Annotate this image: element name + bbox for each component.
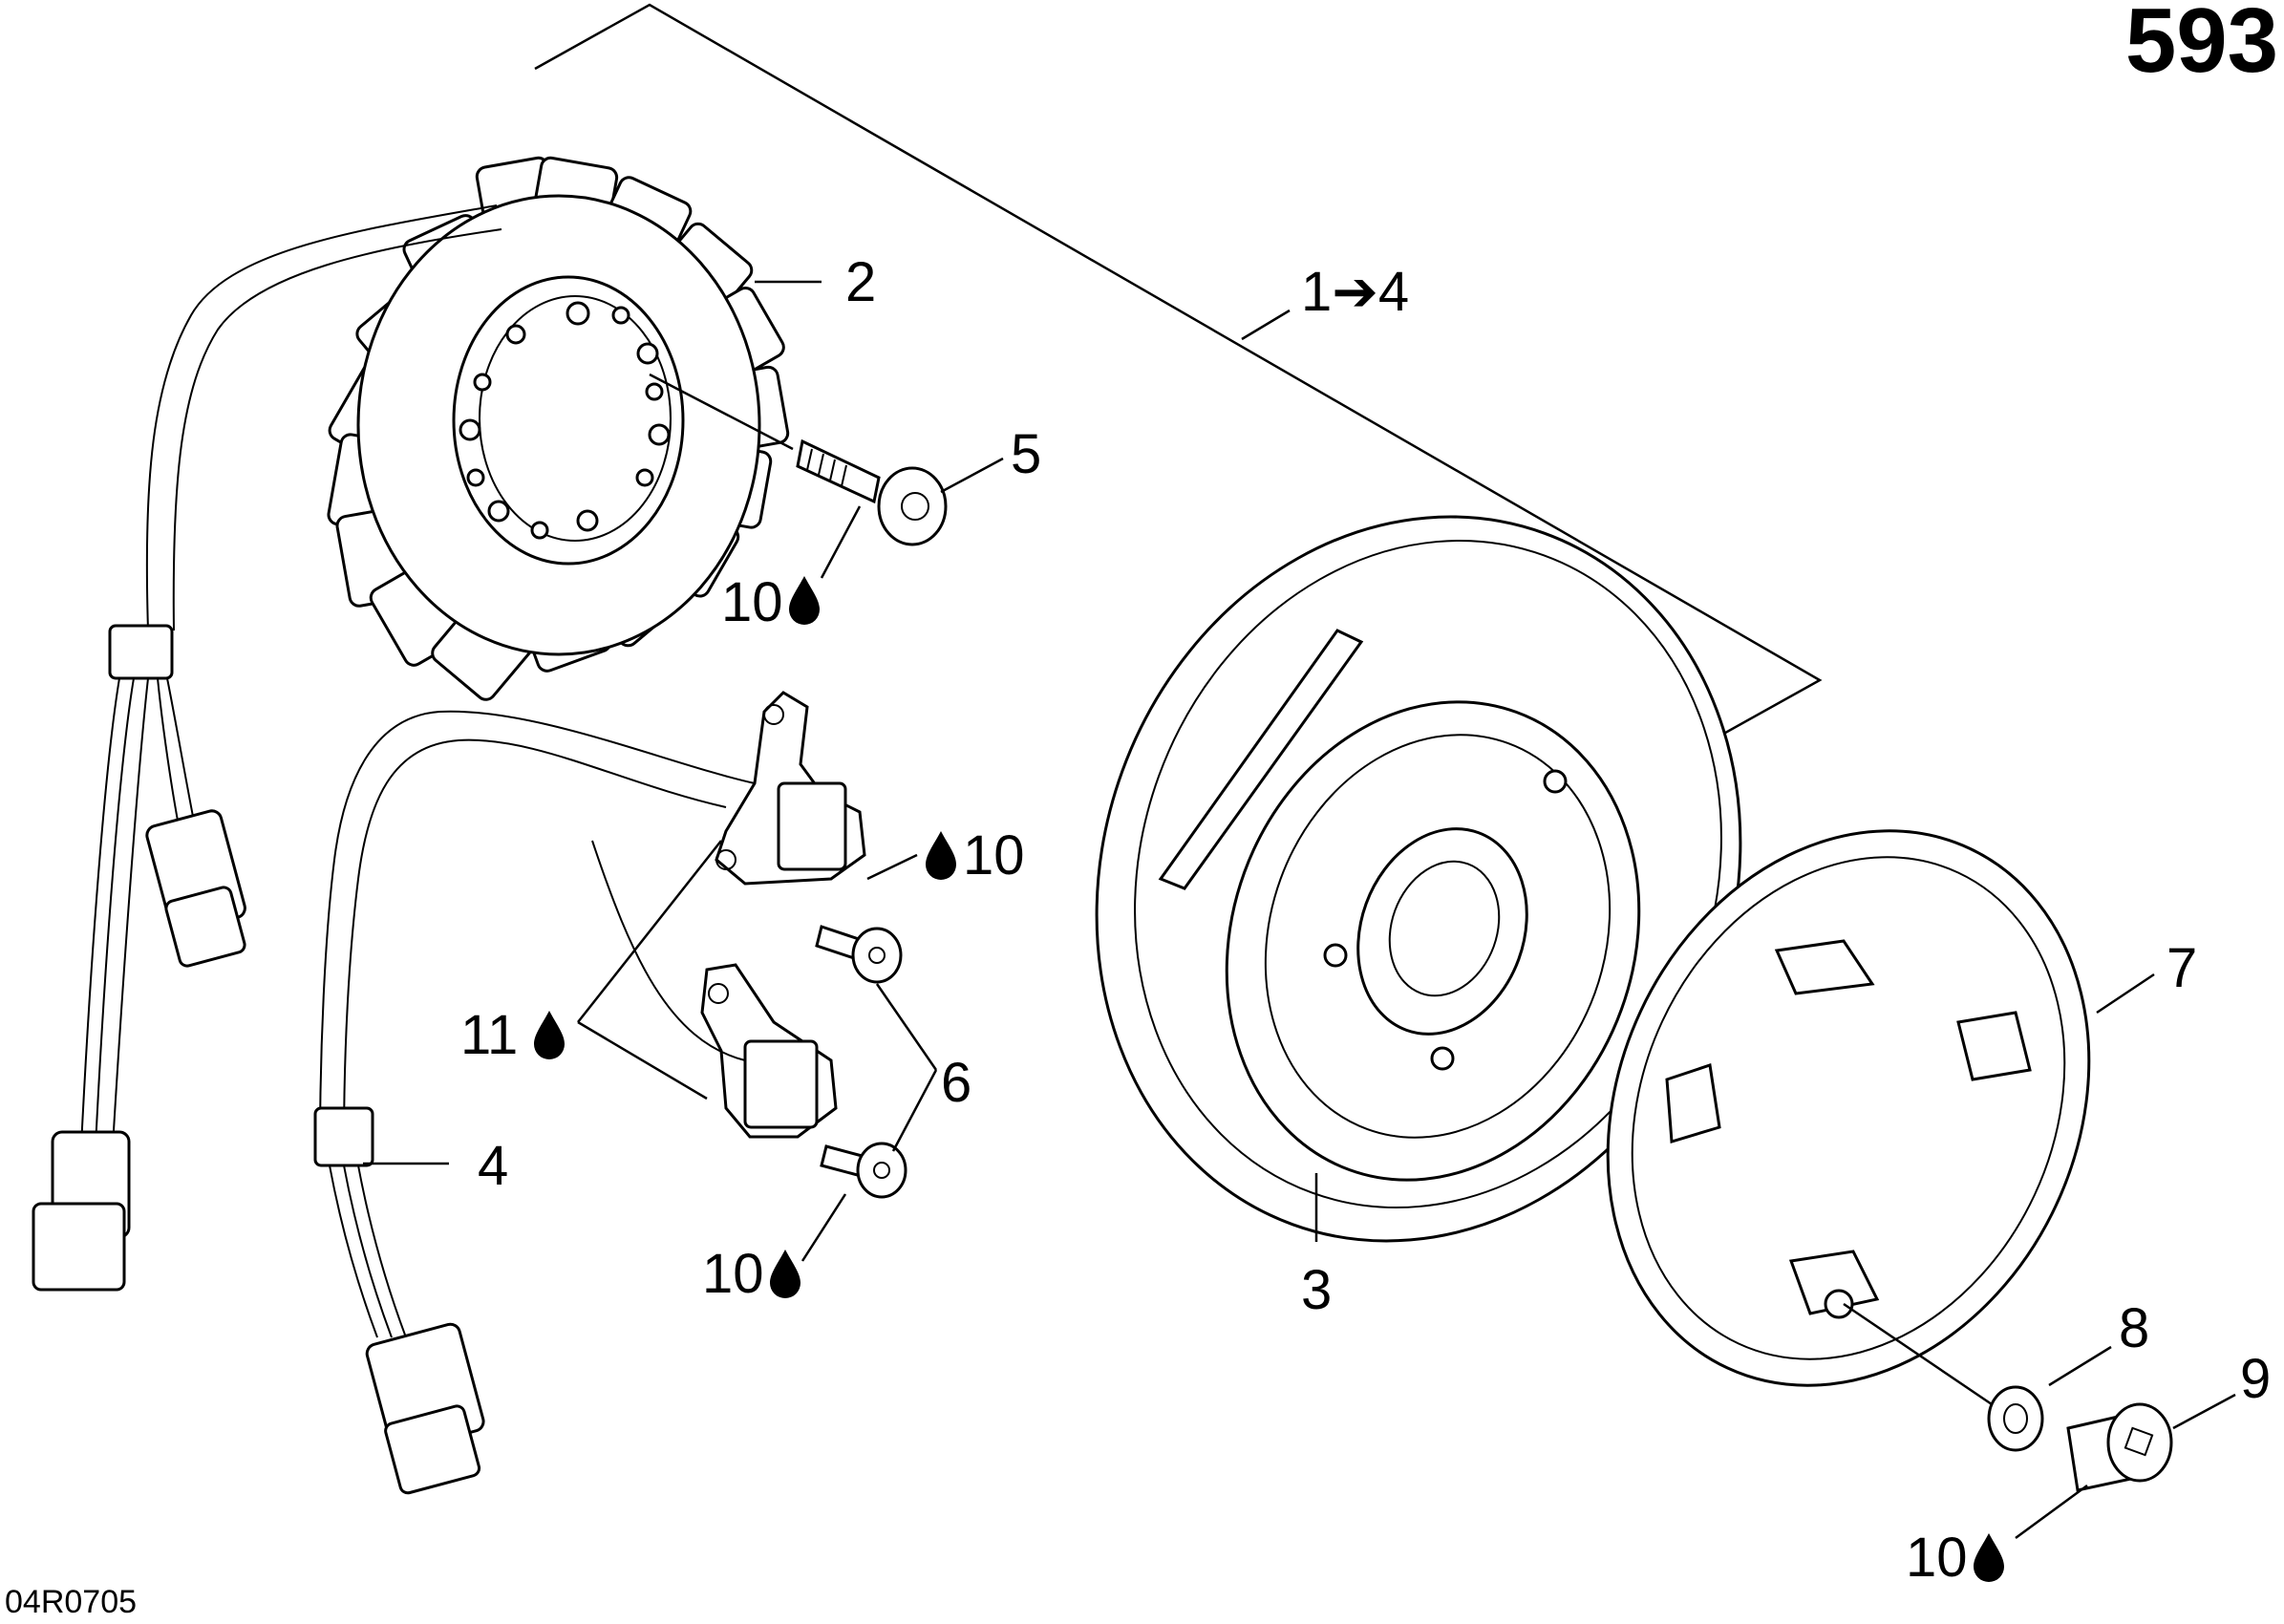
callout-7: 7 <box>2167 937 2197 999</box>
assembly-bracket <box>534 3 1823 771</box>
stator-holes <box>459 301 671 540</box>
figure-code: 04R0705 <box>5 1584 137 1620</box>
trigger-coil-lower <box>700 963 838 1139</box>
drop-icon <box>926 831 956 880</box>
callout-6: 6 <box>941 1052 971 1114</box>
drop-icon <box>770 1250 800 1298</box>
leader-lines <box>363 280 2236 1540</box>
trigger-coil-upper <box>715 691 866 886</box>
callout-labels: 593 04R0705 2 1➔4 5 10 10 11 6 4 10 3 7 … <box>5 0 2278 1620</box>
callout-2: 2 <box>845 251 876 313</box>
washer-8 <box>1987 1385 2044 1452</box>
stator-part <box>327 156 790 701</box>
screw-9 <box>2066 1402 2173 1492</box>
callout-3: 3 <box>1301 1259 1332 1321</box>
callout-10-screw-6: 10 <box>702 1243 764 1305</box>
callout-9: 9 <box>2240 1348 2271 1410</box>
drop-icon <box>534 1011 565 1059</box>
callout-1-to-4: 1➔4 <box>1301 261 1409 323</box>
callout-10-screw-9: 10 <box>1906 1527 1968 1589</box>
page-number: 593 <box>2125 0 2278 92</box>
screw-5 <box>649 373 948 546</box>
screw-6-upper <box>815 925 903 984</box>
callout-10-coil-screw: 10 <box>963 824 1025 887</box>
callout-5: 5 <box>1011 423 1041 485</box>
callout-10-screw-5: 10 <box>721 571 783 633</box>
screw-6-lower <box>820 1142 907 1199</box>
stator-harness <box>32 204 502 1292</box>
ring-cover-part <box>1606 829 2091 1387</box>
callout-11: 11 <box>460 1004 518 1066</box>
callout-4: 4 <box>478 1135 508 1197</box>
flywheel-part <box>1095 515 1742 1243</box>
drop-icon <box>1974 1533 2004 1582</box>
callout-8: 8 <box>2119 1297 2149 1359</box>
coil-harness <box>313 710 756 1495</box>
drop-icon <box>789 576 820 625</box>
